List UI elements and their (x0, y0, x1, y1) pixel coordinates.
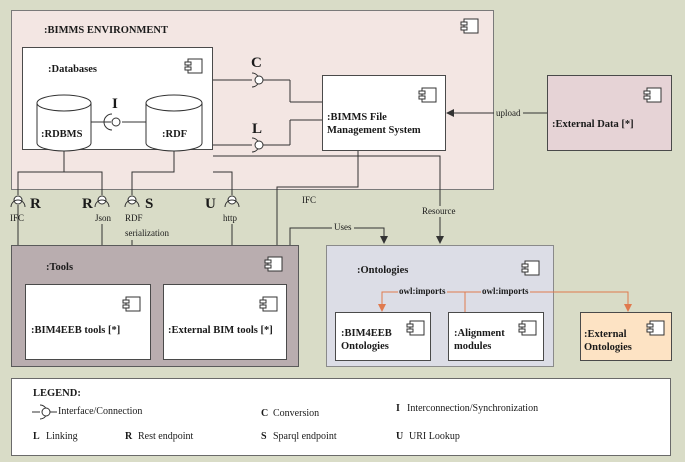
external-ontologies-label: :External Ontologies (584, 328, 632, 354)
legend-conversion: Conversion (273, 408, 320, 419)
tools-title: :Tools (46, 262, 74, 273)
endpoint-http-label: http (223, 213, 238, 223)
rdf-cylinder (145, 94, 203, 152)
component-icon (418, 87, 437, 103)
alignment-modules-box (448, 312, 544, 361)
component-icon (460, 18, 479, 34)
external-ontologies-line1: :External (584, 329, 627, 340)
legend-interconnection: Interconnection/Synchronization (407, 403, 539, 414)
legend-interconnection-letter: I (396, 403, 400, 414)
component-icon (521, 260, 540, 276)
upload-label: upload (494, 108, 523, 119)
file-system-label-line1: :BIMMS File (327, 112, 387, 123)
legend-sparql-letter: S (261, 431, 267, 442)
rdbms-cylinder (36, 94, 92, 152)
endpoint-wires (17, 151, 233, 245)
endpoint-rest-json-letter: R (82, 196, 93, 212)
legend-interface: Interface/Connection (58, 406, 143, 417)
bim4eeb-ontologies-line2: Ontologies (341, 341, 389, 352)
component-icon (646, 320, 665, 336)
bim4eeb-tools-label: :BIM4EEB tools [*] (31, 325, 121, 336)
legend-title: LEGEND: (33, 388, 81, 399)
legend-rest-letter: R (125, 431, 133, 442)
databases-title: :Databases (48, 64, 97, 75)
linking-letter: L (252, 121, 263, 137)
linking-connector (213, 119, 322, 153)
legend-conversion-letter: C (261, 408, 269, 419)
legend-linking: Linking (46, 431, 78, 442)
bim4eeb-ontologies-box (335, 312, 431, 361)
resource-label: Resource (420, 206, 458, 217)
legend-linking-letter: L (33, 431, 40, 442)
component-icon (122, 296, 141, 312)
endpoint-rest-letter: R (30, 196, 41, 212)
component-icon (184, 58, 203, 74)
endpoint-rdf-label: RDF (125, 213, 143, 223)
interconnection-connector (91, 113, 146, 131)
file-system-label: :BIMMS File Management System (327, 111, 421, 137)
rdbms-label: :RDBMS (41, 129, 83, 140)
conversion-letter: C (251, 55, 262, 71)
interconnection-letter: I (112, 96, 118, 112)
component-icon (264, 256, 283, 272)
endpoint-lollipops (10, 195, 240, 208)
component-icon (259, 296, 278, 312)
alignment-modules-line2: modules (454, 341, 492, 352)
endpoint-uri-letter: U (205, 196, 216, 212)
external-data-label: :External Data [*] (552, 119, 634, 130)
owl-imports-left: owl:imports (398, 286, 447, 297)
legend-frame (11, 378, 671, 456)
endpoint-ifc-label: IFC (10, 213, 25, 223)
bim4eeb-ontologies-line1: :BIM4EEB (341, 328, 392, 339)
bim4eeb-ontologies-label: :BIM4EEB Ontologies (341, 327, 392, 353)
uses-label: Uses (332, 222, 354, 233)
external-ontologies-box (580, 312, 672, 361)
legend-uri-letter: U (396, 431, 404, 442)
external-ontologies-line2: Ontologies (584, 342, 632, 353)
owl-imports-right: owl:imports (481, 286, 530, 297)
endpoint-sparql-letter: S (145, 196, 154, 212)
ifc-flow-line (276, 151, 359, 245)
legend-interface-icon (32, 404, 57, 420)
alignment-modules-label: :Alignment modules (454, 327, 505, 353)
file-system-label-line2: Management System (327, 125, 421, 136)
legend-rest: Rest endpoint (138, 431, 194, 442)
component-icon (643, 87, 662, 103)
external-bim-tools-label: :External BIM tools [*] (168, 325, 273, 336)
rdf-label: :RDF (162, 129, 188, 140)
endpoint-serialization-label: serialization (125, 228, 169, 238)
resource-arrow (213, 155, 444, 244)
conversion-connector (213, 72, 322, 103)
ontologies-title: :Ontologies (357, 265, 409, 276)
component-icon (518, 320, 537, 336)
alignment-modules-line1: :Alignment (454, 328, 505, 339)
ifc-flow-label: IFC (300, 195, 319, 206)
legend-uri: URI Lookup (409, 431, 460, 442)
environment-title: :BIMMS ENVIRONMENT (44, 25, 168, 36)
legend-sparql: Sparql endpoint (273, 431, 337, 442)
endpoint-json-label: Json (95, 213, 112, 223)
component-icon (406, 320, 425, 336)
